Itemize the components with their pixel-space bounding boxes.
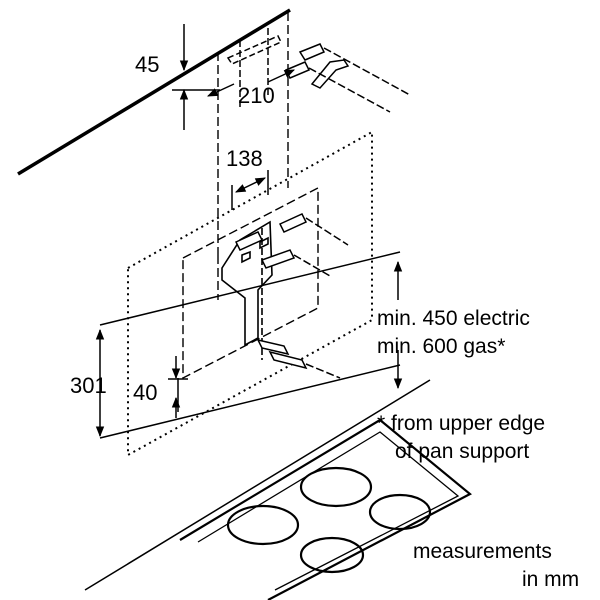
dimension-bracket-width bbox=[207, 69, 295, 97]
note-footnote-line1: * from upper edge bbox=[377, 412, 545, 435]
lower-screws bbox=[234, 213, 349, 379]
label-hole-spacing: 138 bbox=[226, 146, 263, 171]
burner-top-right bbox=[368, 493, 432, 531]
ceiling bbox=[17, 8, 291, 176]
hood-outline-dotted bbox=[127, 130, 373, 457]
lower-bracket bbox=[221, 220, 273, 360]
label-ceiling-offset: 45 bbox=[135, 52, 159, 77]
burner-bottom-right bbox=[299, 536, 365, 574]
note-units-line2: in mm bbox=[522, 568, 579, 591]
chimney-outline-dashed bbox=[182, 12, 319, 380]
label-bracket-width: 210 bbox=[238, 83, 275, 108]
label-lower-offset: 40 bbox=[133, 380, 157, 405]
note-footnote-line2: of pan support bbox=[395, 440, 529, 463]
label-lower-height: 301 bbox=[70, 373, 107, 398]
burner-bottom-left bbox=[226, 504, 300, 546]
dimension-lower-offset bbox=[168, 356, 188, 418]
note-units-line1: measurements bbox=[413, 540, 552, 563]
cooktop bbox=[179, 418, 472, 600]
note-min-gas: min. 600 gas* bbox=[377, 335, 505, 358]
note-min-electric: min. 450 electric bbox=[377, 307, 530, 330]
dimension-hole-spacing bbox=[231, 170, 269, 210]
burner-top-left bbox=[299, 466, 373, 508]
wall-outline bbox=[84, 251, 431, 591]
upper-bracket bbox=[226, 28, 411, 113]
